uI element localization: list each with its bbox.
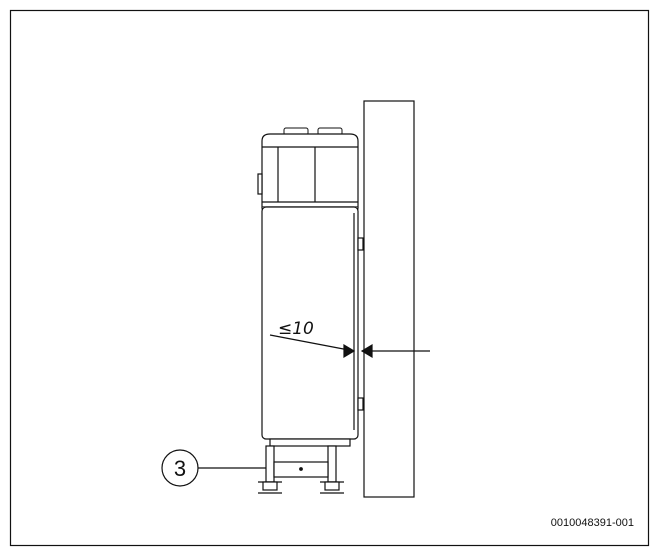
callout-3: 3 [161, 449, 266, 487]
dimension-label: ≤10 [278, 319, 314, 339]
document-id: 0010048391-001 [551, 517, 634, 529]
callout-number: 3 [174, 456, 186, 481]
storage-tank [261, 206, 364, 440]
top-connections [283, 127, 343, 136]
stand-frame [258, 461, 344, 494]
diagram-border [9, 9, 650, 547]
wall [363, 100, 415, 498]
heat-pump-module [257, 133, 359, 208]
dimension-arrows [269, 334, 430, 359]
